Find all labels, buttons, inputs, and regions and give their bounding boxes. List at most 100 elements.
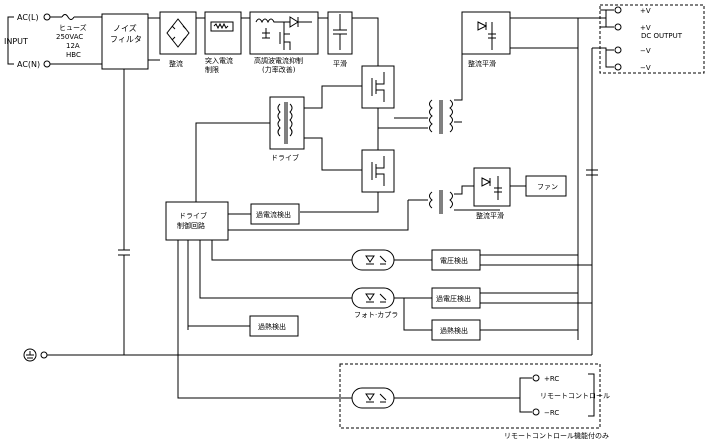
output-rectify-smooth: 整流平滑 [461, 11, 511, 68]
wire [195, 122, 270, 202]
drive-control-label-1: ドライブ [179, 211, 207, 220]
photocoupler-3 [351, 387, 395, 409]
photocoupler-1 [351, 249, 395, 271]
wire [394, 377, 532, 413]
drive-control-block: ドライブ 制御回路 [165, 201, 229, 241]
remote-control-label: リモートコントロール [540, 392, 610, 400]
plus-v-terminal-1 [614, 6, 622, 14]
plus-v-terminal-2 [614, 23, 622, 31]
remote-frame [339, 363, 601, 429]
wire [228, 200, 409, 231]
overcurrent-label: 過電流検出 [256, 210, 291, 219]
capacitor-icon [488, 22, 496, 50]
inrush-label-2: 制限 [205, 65, 219, 74]
inrush-label-1: 突入電流 [205, 56, 233, 65]
inductor-icon [255, 18, 290, 24]
dc-output: +V +V −V −V DC OUTPUT [592, 4, 705, 74]
transistor-icon [279, 22, 291, 50]
capacitor-icon [494, 176, 502, 200]
rectifier-label: 整流 [169, 59, 183, 68]
rectifier-block: 整流 [159, 11, 197, 68]
minus-v-terminal-2 [614, 63, 622, 71]
wire [480, 292, 592, 304]
ac-n-label: AC(N) [17, 60, 40, 69]
fuse-icon [50, 14, 102, 20]
input-bracket [7, 16, 14, 65]
plus-rc-label: +RC [544, 375, 559, 383]
upper-switch [361, 65, 395, 109]
wire [454, 185, 474, 195]
coil-icon [429, 99, 433, 133]
minus-rc-label: −RC [544, 409, 559, 417]
input-section: AC(L) AC(N) INPUT ヒューズ 250VAC 12A HBC [4, 13, 102, 69]
pfc-label-2: (力率改善) [262, 65, 296, 74]
voltage-detect-block: 電圧検出 [431, 249, 481, 271]
led-icon [365, 393, 375, 403]
resistor-icon [210, 21, 234, 32]
noise-filter-label-1: ノイズ [113, 23, 137, 33]
input-label: INPUT [4, 37, 28, 46]
coil-icon [429, 191, 433, 209]
drive-label: ドライブ [271, 153, 299, 162]
inrush-limit-block: 突入電流 制限 [204, 11, 242, 74]
drive-control-label-2: 制御回路 [177, 221, 205, 230]
ac-l-label: AC(L) [17, 13, 39, 22]
current-sense-wire [300, 192, 379, 213]
diode-icon [481, 177, 492, 187]
ac-l-terminal [43, 13, 51, 21]
wire [304, 137, 362, 171]
ground [23, 69, 592, 362]
remote-note: リモートコントロール機能付のみ [504, 431, 609, 440]
feedback-line [199, 240, 352, 299]
fan-label: ファン [537, 183, 558, 191]
minus-v-label-1: −V [640, 47, 651, 55]
pfc-block: 高調波電流抑制 (力率改善) [249, 11, 319, 74]
diode-icon [289, 16, 312, 28]
capacitor-icon [333, 14, 347, 50]
minus-v-terminal-1 [614, 46, 622, 54]
noise-filter: ノイズ フィルタ [101, 13, 149, 70]
minus-v-label-2: −V [640, 64, 651, 72]
drive-transformer: ドライブ [269, 96, 305, 162]
wire [480, 254, 592, 266]
wire [592, 47, 614, 68]
remote-line [177, 240, 352, 399]
ground-icon [23, 348, 37, 362]
led-icon [365, 255, 375, 265]
coil-icon [277, 103, 281, 137]
overvoltage-detect-block: 過電圧検出 [431, 287, 481, 309]
dc-output-frame [599, 4, 705, 74]
main-transformer [429, 99, 453, 214]
fuse-current: 12A [66, 42, 80, 50]
y-capacitor [118, 69, 130, 355]
photocoupler-label: フォト·カプラ [354, 311, 398, 319]
fan-rectify-label: 整流平滑 [476, 211, 504, 220]
lower-switch [361, 149, 395, 193]
bridge-rectifier-icon [166, 18, 190, 48]
plus-v-label-2: +V [640, 24, 651, 32]
wire [304, 85, 362, 109]
overheat-right-label: 過熱検出 [440, 326, 468, 335]
minus-rc-terminal [532, 408, 540, 416]
smoothing-label: 平滑 [333, 59, 347, 68]
ground-terminal [40, 351, 48, 359]
voltage-detect-label: 電圧検出 [440, 256, 468, 265]
overheat-left-label: 過熱検出 [258, 322, 286, 331]
ac-n-terminal [43, 60, 51, 68]
mosfet-icon [371, 156, 385, 186]
overvoltage-detect-label: 過電圧検出 [436, 294, 471, 303]
fan-rectify-smooth: 整流平滑 [473, 167, 511, 220]
overheat-detect-left: 過熱検出 [249, 315, 299, 337]
remote-bracket [588, 373, 595, 417]
smoothing-block: 平滑 [327, 11, 353, 68]
fuse-name: ヒューズ [59, 23, 87, 32]
coil-icon [449, 191, 453, 209]
noise-filter-label-2: フィルタ [110, 35, 142, 44]
coil-icon [449, 99, 453, 133]
coil-icon [289, 103, 293, 137]
led-icon [365, 293, 375, 303]
diode-icon [477, 21, 488, 31]
pfc-label-1: 高調波電流抑制 [254, 56, 303, 65]
mosfet-icon [371, 72, 385, 102]
